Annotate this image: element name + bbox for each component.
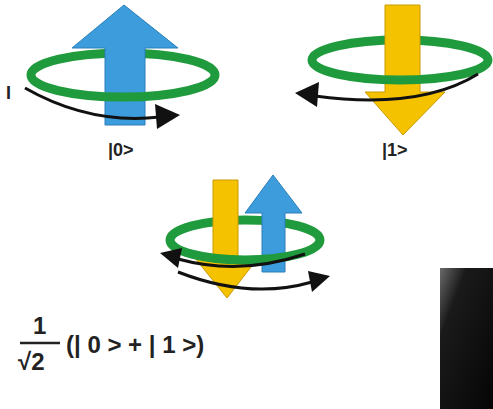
state-label: |1> [382, 141, 408, 159]
current-arrow [178, 254, 305, 266]
state-formula: (| 0 > + | 1 >) [66, 333, 204, 357]
arrow-head [160, 248, 182, 268]
current-ring [312, 60, 488, 80]
arrow-head [155, 104, 180, 129]
fraction-denominator: √2 [18, 350, 45, 374]
fraction-numerator: 1 [33, 314, 46, 338]
current-arrow [25, 88, 160, 118]
current-arrow [315, 74, 478, 100]
current-ring [170, 220, 320, 240]
spin-up-arrow [72, 5, 178, 125]
state-label: |0> [108, 141, 134, 159]
spin-down-arrow [365, 5, 445, 135]
photo-corner [440, 268, 493, 409]
current-label: I [6, 84, 11, 102]
arrow-head [295, 82, 319, 107]
arrow-head [308, 271, 330, 292]
fraction-bar [20, 342, 60, 345]
current-arrow [178, 272, 312, 289]
current-ring [31, 75, 215, 97]
